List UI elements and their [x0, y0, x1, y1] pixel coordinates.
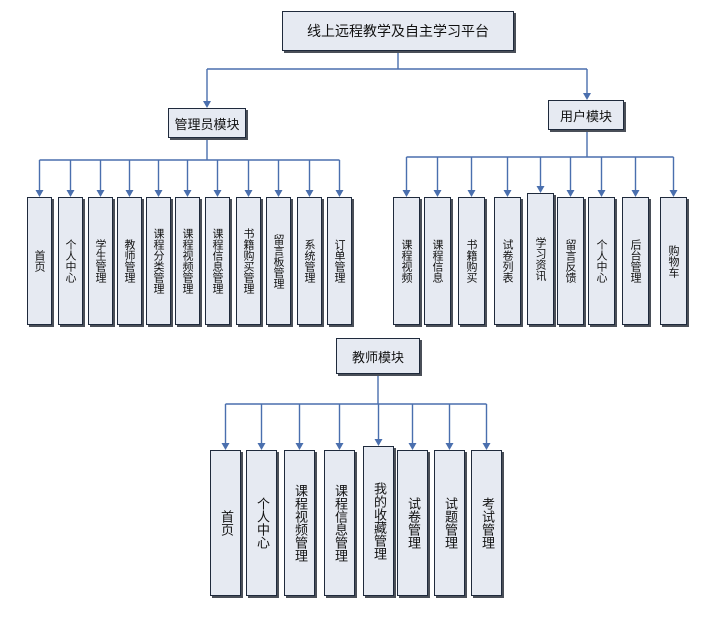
admin-item: 订单管理 [327, 197, 352, 325]
admin-item: 课程分类管理 [146, 197, 171, 325]
teacher-item: 试卷管理 [397, 450, 428, 596]
user-item: 书籍购买 [458, 197, 485, 325]
arrowhead [445, 443, 454, 450]
arrowhead [203, 101, 211, 108]
arrowhead [669, 190, 678, 197]
arrowhead [482, 443, 491, 450]
arrowhead [402, 190, 411, 197]
user-item: 后台管理 [622, 197, 649, 325]
user-item: 课程信息 [424, 197, 451, 325]
teacher-item: 课程视频管理 [284, 450, 315, 596]
arrowhead [154, 190, 163, 197]
arrowhead [374, 439, 383, 446]
admin-item: 教师管理 [117, 197, 142, 325]
arrowhead [433, 190, 442, 197]
user-item: 个人中心 [588, 197, 615, 325]
teacher-item: 课程信息管理 [324, 450, 355, 596]
arrowhead [566, 190, 575, 197]
teacher-item: 考试管理 [471, 450, 502, 596]
arrowhead [221, 443, 230, 450]
arrowhead [35, 190, 44, 197]
arrowhead [408, 443, 417, 450]
arrowhead [583, 93, 591, 100]
arrowhead [96, 190, 105, 197]
arrowhead [467, 190, 476, 197]
user-item: 学习资讯 [527, 193, 554, 325]
user-module-node: 用户模块 [548, 100, 624, 130]
admin-item: 书籍购买管理 [236, 197, 261, 325]
arrowhead [257, 443, 266, 450]
arrowhead [183, 190, 192, 197]
teacher-item: 试题管理 [434, 450, 465, 596]
admin-item: 课程信息管理 [205, 197, 230, 325]
arrowhead [536, 186, 545, 193]
arrowhead [597, 190, 606, 197]
user-item: 课程视频 [393, 197, 420, 325]
teacher-item: 个人中心 [246, 450, 277, 596]
arrowhead [503, 190, 512, 197]
admin-item: 个人中心 [58, 197, 83, 325]
arrowhead [213, 190, 222, 197]
admin-item: 学生管理 [88, 197, 113, 325]
admin-item: 留言板管理 [266, 197, 291, 325]
teacher-item: 我的收藏管理 [363, 446, 394, 596]
arrowhead [244, 190, 253, 197]
admin-item: 首页 [27, 197, 52, 325]
user-item: 试卷列表 [494, 197, 521, 325]
root-node: 线上远程教学及自主学习平台 [282, 11, 514, 51]
arrowhead [335, 443, 344, 450]
arrowhead [305, 190, 314, 197]
arrowhead [295, 443, 304, 450]
user-item: 留言反馈 [557, 197, 584, 325]
admin-item: 系统管理 [297, 197, 322, 325]
teacher-module-node: 教师模块 [336, 338, 420, 374]
arrowhead [66, 190, 75, 197]
admin-module-node: 管理员模块 [168, 108, 246, 138]
arrowhead [125, 190, 134, 197]
arrowhead [274, 190, 283, 197]
arrowhead [335, 190, 344, 197]
admin-item: 课程视频管理 [175, 197, 200, 325]
teacher-item: 首页 [210, 450, 241, 596]
user-item: 购物车 [660, 197, 687, 325]
arrowhead [631, 190, 640, 197]
